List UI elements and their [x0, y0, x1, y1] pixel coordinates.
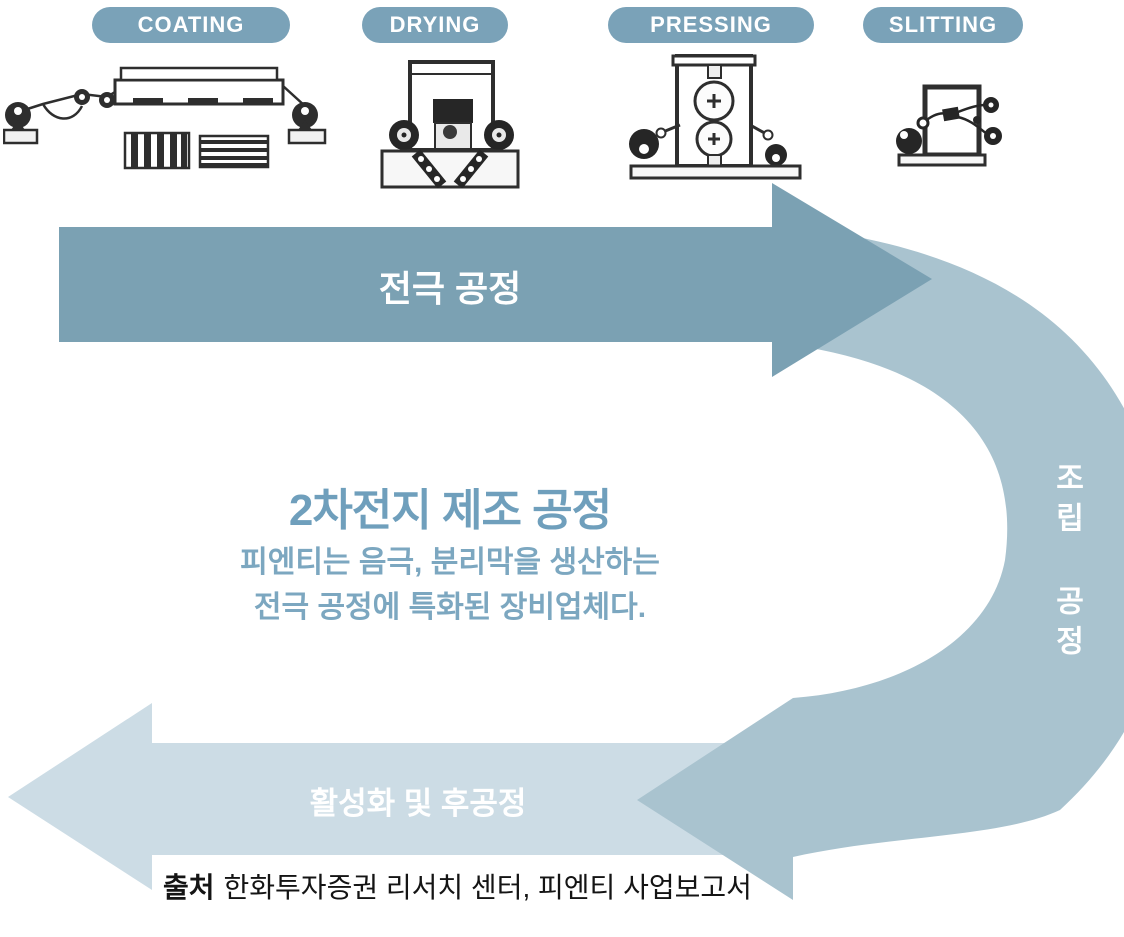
stage-label: DRYING	[389, 12, 481, 37]
pressing-machine-illustration	[629, 54, 802, 180]
stage-label: SLITTING	[888, 12, 998, 37]
activation-process-label: 활성화 및 후공정	[309, 786, 527, 821]
diagram-subtitle: 피엔티는 음극, 분리막을 생산하는 전극 공정에 특화된 장비업체다.	[100, 540, 800, 630]
slitting-machine-illustration	[896, 84, 1002, 167]
stage-label: COATING	[137, 12, 245, 37]
stage-badge-slitting: SLITTING	[863, 7, 1023, 43]
stage-badge-pressing: PRESSING	[608, 7, 814, 43]
stage-label: PRESSING	[650, 12, 772, 37]
subtitle-line-1: 피엔티는 음극, 분리막을 생산하는	[240, 546, 660, 579]
assembly-band-shape	[637, 227, 1124, 900]
activation-arrow-shape	[8, 703, 800, 890]
source-text: 한화투자증권 리서치 센터, 피엔티 사업보고서	[223, 872, 752, 903]
stage-badge-drying: DRYING	[362, 7, 508, 43]
subtitle-line-2: 전극 공정에 특화된 장비업체다.	[253, 591, 647, 624]
stage-badge-coating: COATING	[92, 7, 290, 43]
diagram-title: 2차전지 제조 공정	[288, 486, 612, 535]
source-prefix-label: 출처	[163, 872, 215, 903]
electrode-process-label: 전극 공정	[378, 268, 522, 309]
drying-machine-illustration	[380, 60, 520, 189]
coating-machine-illustration	[3, 66, 327, 170]
source-attribution: 출처 한화투자증권 리서치 센터, 피엔티 사업보고서	[163, 866, 752, 906]
electrode-arrow-shape	[59, 183, 932, 377]
assembly-process-label: 조립 공정	[1050, 462, 1083, 665]
